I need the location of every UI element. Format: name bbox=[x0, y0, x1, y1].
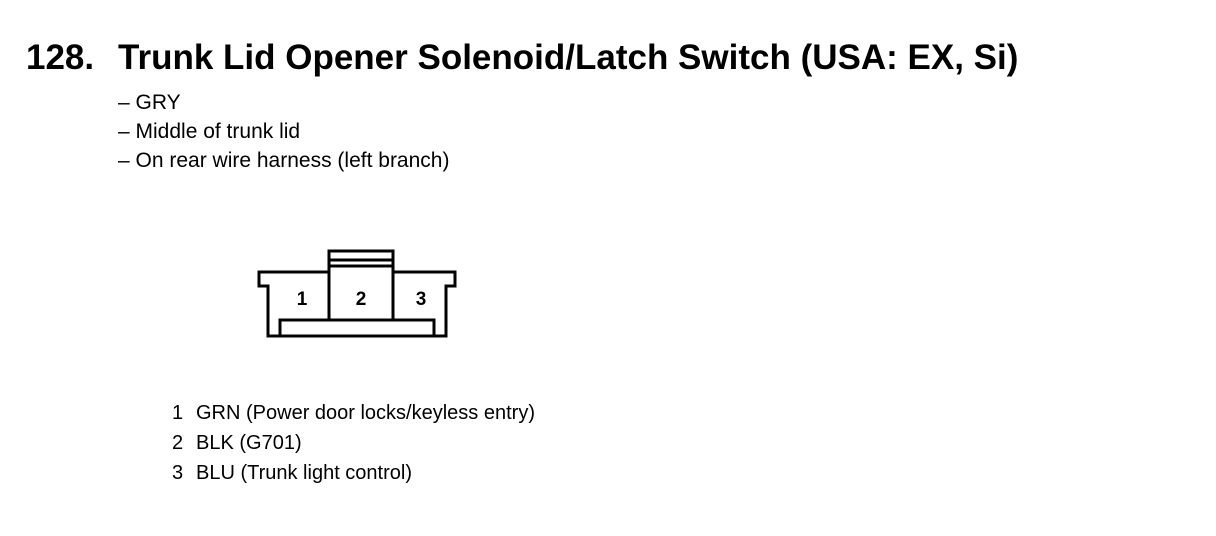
pin-number: 1 bbox=[172, 402, 184, 424]
pin-item: 3 BLU (Trunk light control) bbox=[172, 458, 535, 488]
pin-item: 2 BLK (G701) bbox=[172, 428, 535, 458]
page-title: 128. Trunk Lid Opener Solenoid/Latch Swi… bbox=[26, 36, 1018, 80]
pin-description: GRN (Power door locks/keyless entry) bbox=[196, 402, 535, 424]
component-title: Trunk Lid Opener Solenoid/Latch Switch (… bbox=[118, 38, 1019, 77]
detail-location: – Middle of trunk lid bbox=[118, 120, 301, 143]
pin-number: 3 bbox=[172, 462, 184, 484]
terminal-label-1: 1 bbox=[297, 289, 308, 310]
connector-outline bbox=[257, 249, 457, 338]
connector-lower-notch bbox=[278, 318, 436, 336]
detail-harness: – On rear wire harness (left branch) bbox=[118, 149, 450, 172]
terminal-label-2: 2 bbox=[356, 289, 367, 310]
connector-diagram: 1 2 3 bbox=[257, 249, 457, 338]
component-details: – GRY – Middle of trunk lid – On rear wi… bbox=[118, 88, 449, 175]
pin-number: 2 bbox=[172, 432, 184, 454]
pin-description: BLK (G701) bbox=[196, 432, 302, 454]
pin-item: 1 GRN (Power door locks/keyless entry) bbox=[172, 398, 535, 428]
terminal-label-3: 3 bbox=[416, 289, 427, 310]
pin-description: BLU (Trunk light control) bbox=[196, 462, 412, 484]
component-number: 128. bbox=[26, 38, 95, 77]
detail-connector-color: – GRY bbox=[118, 91, 181, 114]
